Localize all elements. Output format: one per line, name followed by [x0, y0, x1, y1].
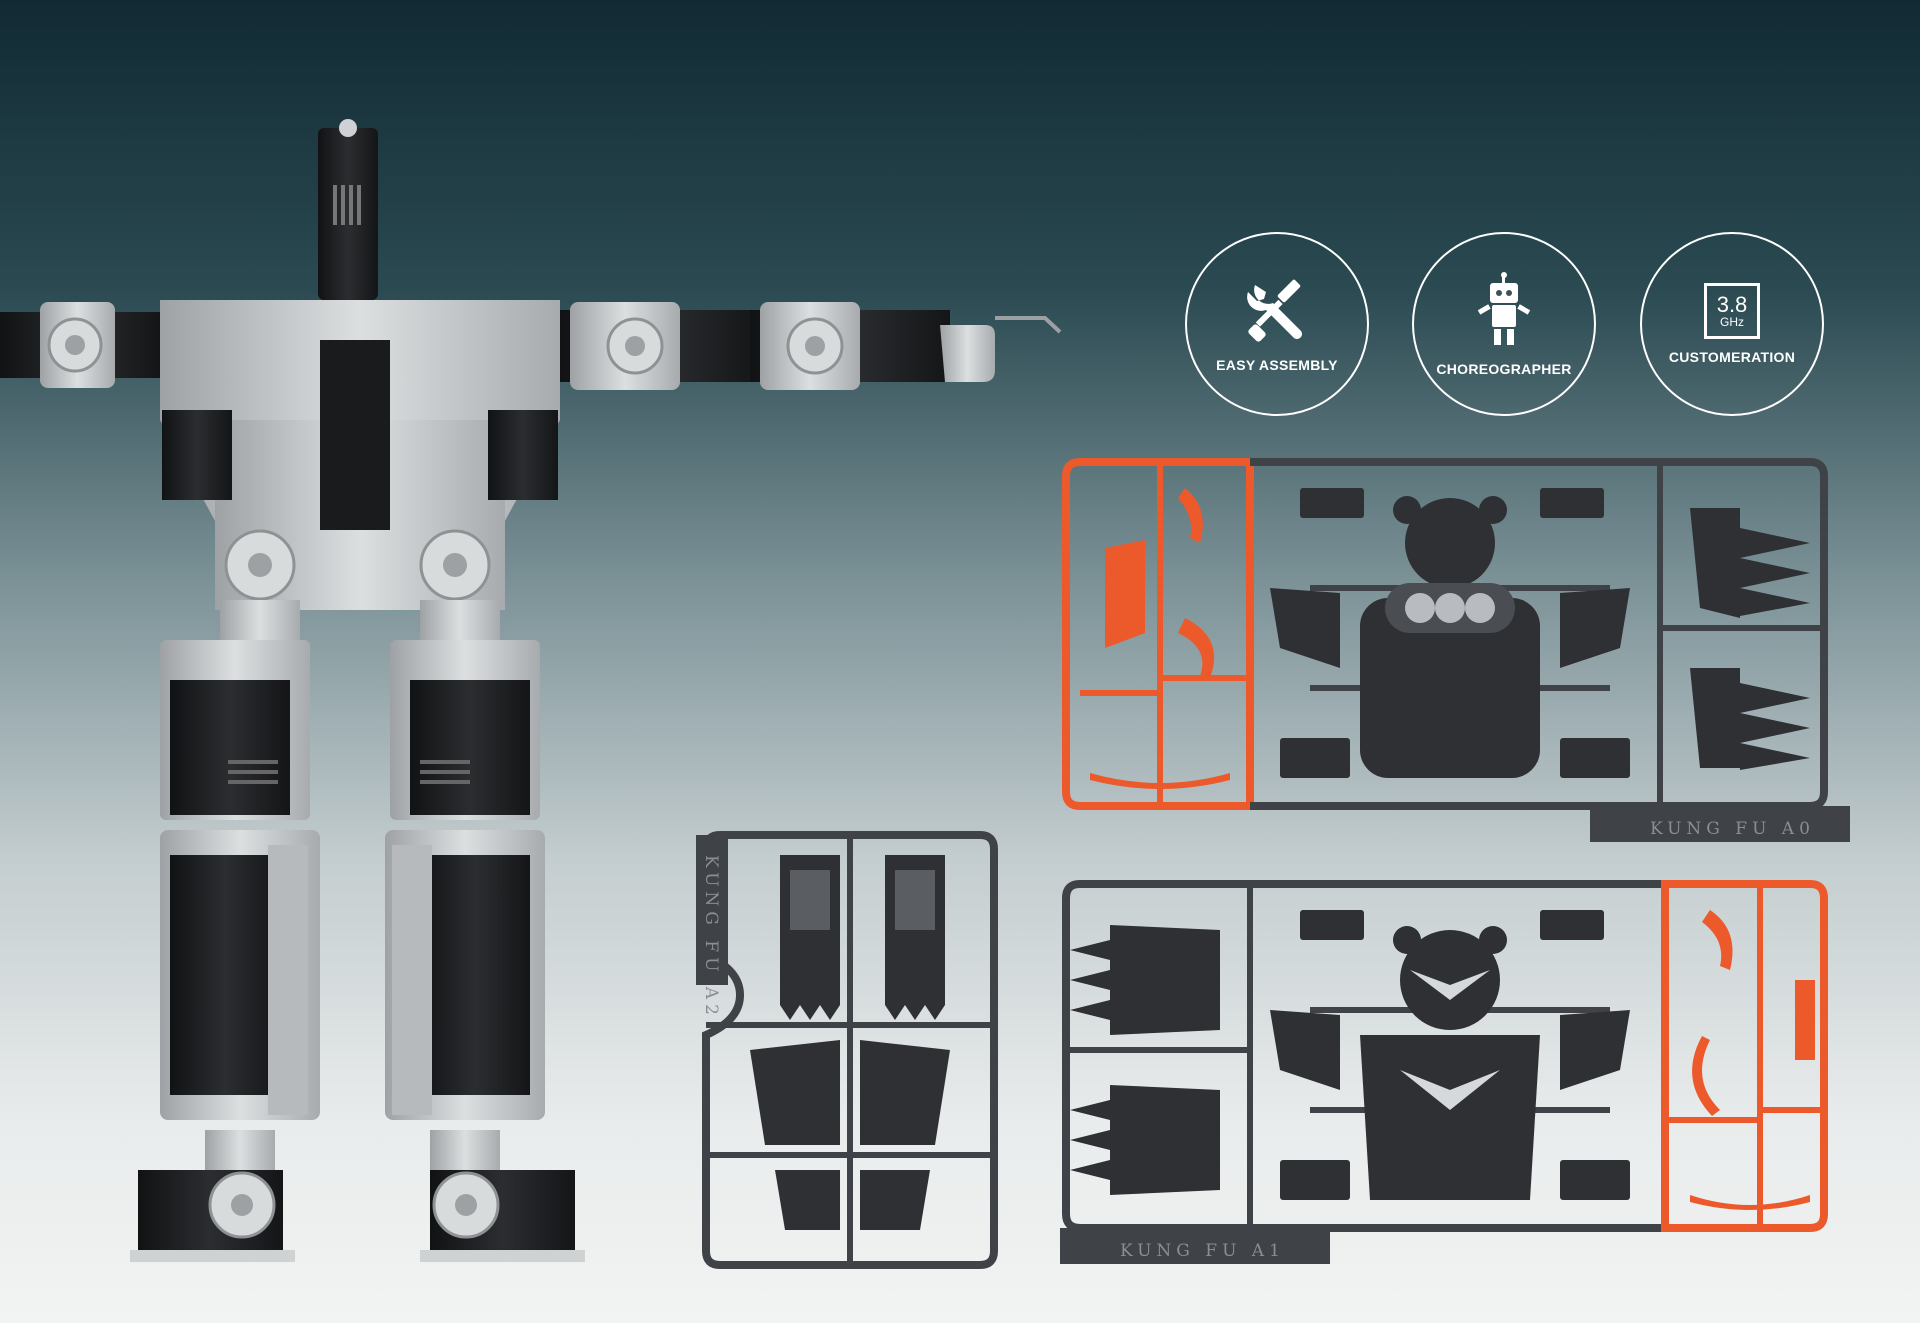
- right-arm: [560, 302, 1062, 390]
- a0-gray-frame: [1250, 458, 1828, 810]
- a0-label: KUNG FU A0: [1650, 819, 1815, 839]
- chip-unit: GHz: [1720, 315, 1744, 329]
- feature-label: CHOREOGRAPHER: [1436, 361, 1572, 377]
- a1-gray-frame: [1062, 880, 1665, 1232]
- head-servo: [318, 119, 378, 300]
- feature-label: EASY ASSEMBLY: [1216, 357, 1338, 373]
- sprue-kung-fu-a1: KUNG FU A1: [1060, 880, 1828, 1264]
- left-leg: [130, 600, 320, 1262]
- sprue-kung-fu-a2: KUNG FU A2: [696, 831, 998, 1269]
- a2-label: KUNG FU A2: [701, 855, 721, 1020]
- feature-label: CUSTOMERATION: [1668, 349, 1796, 365]
- a0-orange-frame: [1062, 458, 1254, 810]
- chip-icon: 3.8 GHz: [1704, 283, 1760, 339]
- a2-label-tab: [696, 835, 728, 985]
- a1-label: KUNG FU A1: [1120, 1241, 1285, 1261]
- robot-icon: [1477, 272, 1531, 345]
- a1-label-tab: [1060, 1228, 1330, 1264]
- robot-skeleton-illustration: [0, 119, 1062, 1262]
- chip-value: 3.8: [1716, 292, 1748, 317]
- feature-choreographer: CHOREOGRAPHER: [1412, 232, 1596, 416]
- a1-orange-frame: [1661, 880, 1828, 1232]
- feature-easy-assembly: EASY ASSEMBLY: [1185, 232, 1369, 416]
- right-leg: [385, 600, 585, 1262]
- feature-customeration: 3.8 GHz CUSTOMERATION: [1640, 232, 1824, 416]
- left-arm: [0, 302, 160, 388]
- torso-frame: [160, 300, 560, 610]
- sprue-kung-fu-a0: KUNG FU A0: [1062, 458, 1850, 842]
- a0-label-tab: [1590, 806, 1850, 842]
- wrench-screwdriver-icon: [1247, 279, 1302, 342]
